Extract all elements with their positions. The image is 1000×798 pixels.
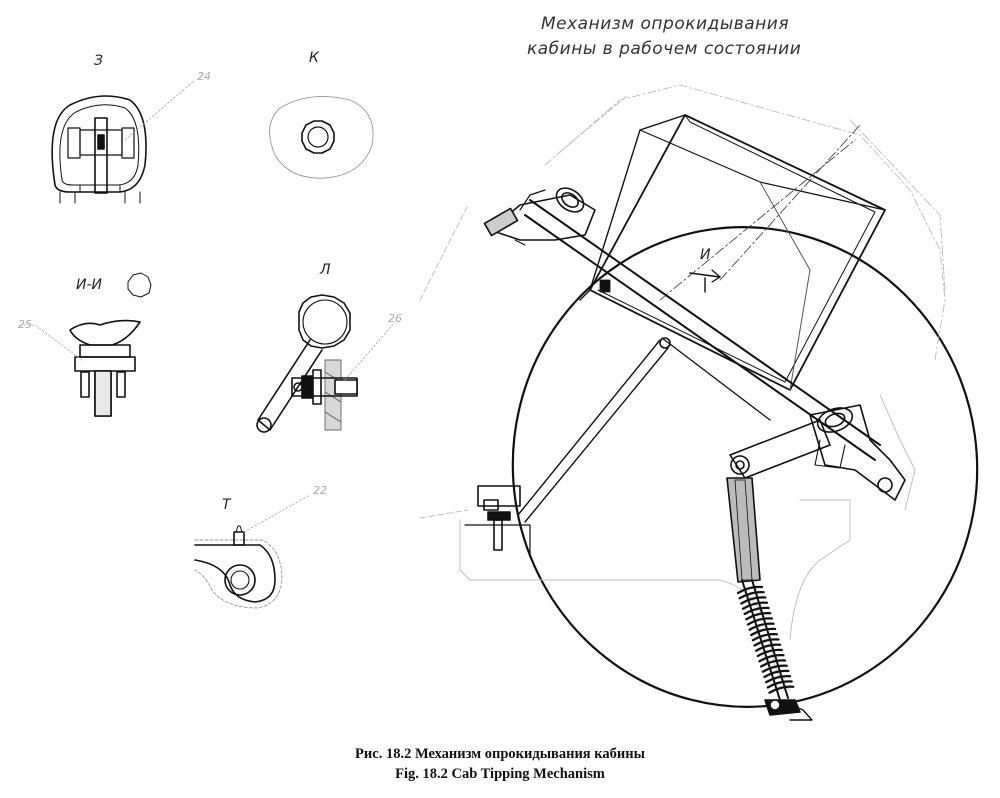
callout-22: 22 — [313, 484, 327, 497]
ii-section-octagon — [127, 272, 152, 298]
spring-coil — [755, 643, 782, 652]
view-ii-detail — [69, 319, 141, 417]
spring-coil — [751, 633, 778, 642]
spring-coil — [764, 675, 792, 684]
figure-caption-ru: Рис. 18.2 Механизм опрокидывания кабины — [355, 746, 645, 762]
mechanism-title-line1: Механизм опрокидывания — [541, 14, 790, 34]
i-section-marker — [689, 272, 721, 293]
view-z-label: З — [94, 53, 103, 69]
callout-26: 26 — [388, 312, 402, 325]
mechanism-title-line2: кабины в рабочем состоянии — [527, 39, 802, 59]
spring-coil — [760, 659, 787, 668]
view-t-detail — [194, 525, 283, 609]
view-ii-label: И-И — [76, 277, 102, 293]
spring-coil — [738, 591, 765, 600]
spring-coil — [768, 685, 795, 694]
spring-coil — [736, 585, 764, 595]
spring-coil — [753, 638, 780, 647]
spring-coil — [740, 596, 767, 605]
spring-coil — [750, 627, 777, 637]
spring-coil — [763, 669, 790, 679]
spring-coil — [746, 617, 773, 626]
view-t-label: Т — [222, 497, 231, 513]
main-mechanism-drawing — [419, 84, 979, 708]
view-k-label: К — [309, 50, 319, 66]
view-l-label: Л — [320, 262, 331, 278]
callout-25: 25 — [18, 318, 32, 331]
spring-coil — [766, 680, 793, 689]
view-z-detail — [51, 95, 147, 204]
spring-coil — [745, 612, 772, 621]
section-i-label: И — [700, 247, 711, 263]
spring-coil — [741, 601, 769, 610]
coil-spring — [736, 585, 795, 694]
view-l-detail — [256, 294, 358, 433]
spring-coil — [761, 664, 788, 673]
spring-coil — [743, 606, 770, 616]
spring-coil — [758, 654, 785, 663]
bottom-mount — [764, 699, 813, 721]
spring-coil — [748, 622, 775, 631]
callout-24: 24 — [197, 70, 211, 83]
spring-coil — [756, 648, 783, 658]
figure-caption-en: Fig. 18.2 Cab Tipping Mechanism — [395, 766, 605, 782]
view-k-detail — [269, 95, 374, 179]
